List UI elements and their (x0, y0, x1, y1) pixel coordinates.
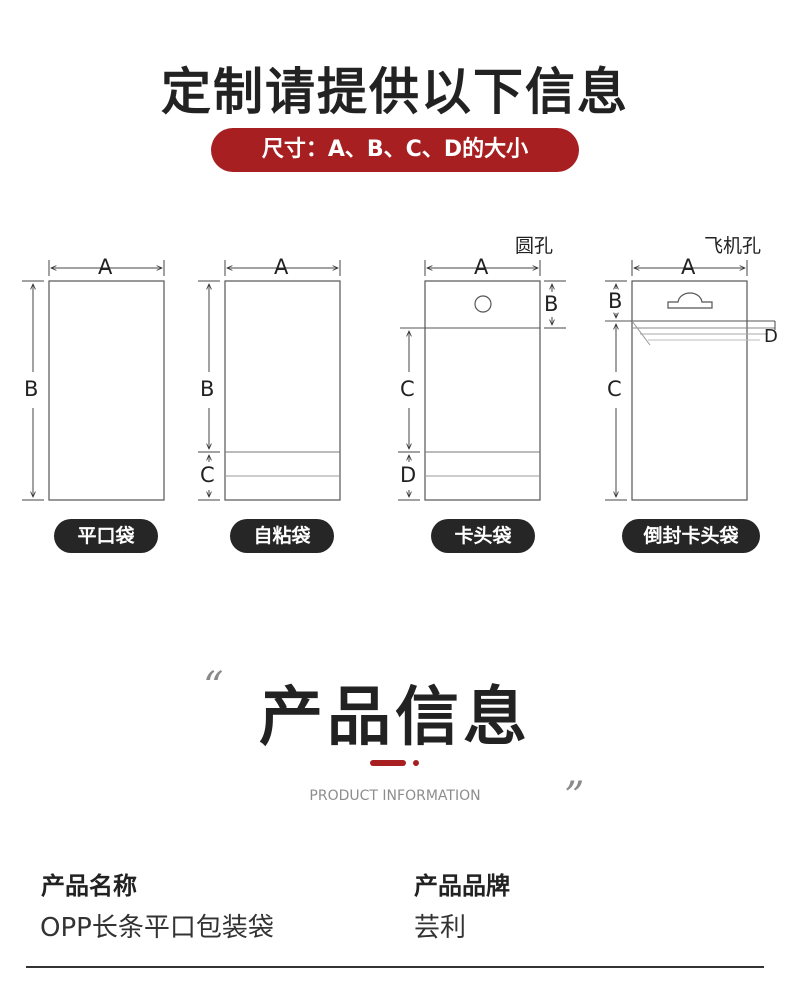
dim-label-c: C (607, 377, 622, 401)
dim-label-b: B (200, 377, 215, 401)
divider (26, 966, 764, 968)
dim-label-a: A (681, 255, 696, 279)
bag-type-header-card: 卡头袋 (431, 519, 535, 553)
page-title: 定制请提供以下信息 (161, 63, 629, 121)
quote-close-mark: ” (564, 774, 585, 820)
round-hole-label: 圆孔 (515, 235, 554, 257)
diagram-self-seal-bag (198, 260, 341, 501)
dim-label-a: A (474, 255, 489, 279)
size-requirement-badge: 尺寸：A、B、C、D的大小 (211, 128, 579, 172)
diagram-header-card-bag (398, 260, 566, 501)
dim-label-c: C (400, 377, 415, 401)
dim-label-b: B (544, 292, 559, 316)
plane-hole-label: 飞机孔 (704, 235, 762, 257)
bag-diagrams (22, 260, 776, 501)
bag-type-self-seal: 自粘袋 (230, 519, 334, 553)
section-subtitle: PRODUCT INFORMATION (309, 788, 481, 804)
round-hole-icon (474, 295, 492, 313)
dim-label-a: A (274, 255, 289, 279)
dim-label-d: D (400, 463, 417, 487)
diagram-reverse-seal-header-bag (605, 260, 776, 501)
dim-label-c: C (200, 463, 215, 487)
product-brand-label: 产品品牌 (414, 872, 510, 900)
hang-hole-icon (667, 292, 713, 309)
dim-label-b: B (24, 377, 39, 401)
product-brand-value: 芸利 (414, 913, 467, 943)
product-name-label: 产品名称 (41, 872, 137, 900)
accent-bar (370, 760, 406, 766)
product-name-value: OPP长条平口包装袋 (40, 913, 274, 943)
bag-type-flat: 平口袋 (54, 519, 158, 553)
accent-dot (413, 760, 419, 766)
bag-type-reverse-seal: 倒封卡头袋 (622, 519, 760, 553)
dim-label-a: A (98, 255, 113, 279)
quote-open-mark: “ (203, 664, 224, 710)
diagram-flat-bag (22, 260, 165, 501)
dim-label-d: D (764, 326, 778, 347)
section-title: 产品信息 (259, 681, 531, 755)
dim-label-b: B (608, 289, 623, 313)
